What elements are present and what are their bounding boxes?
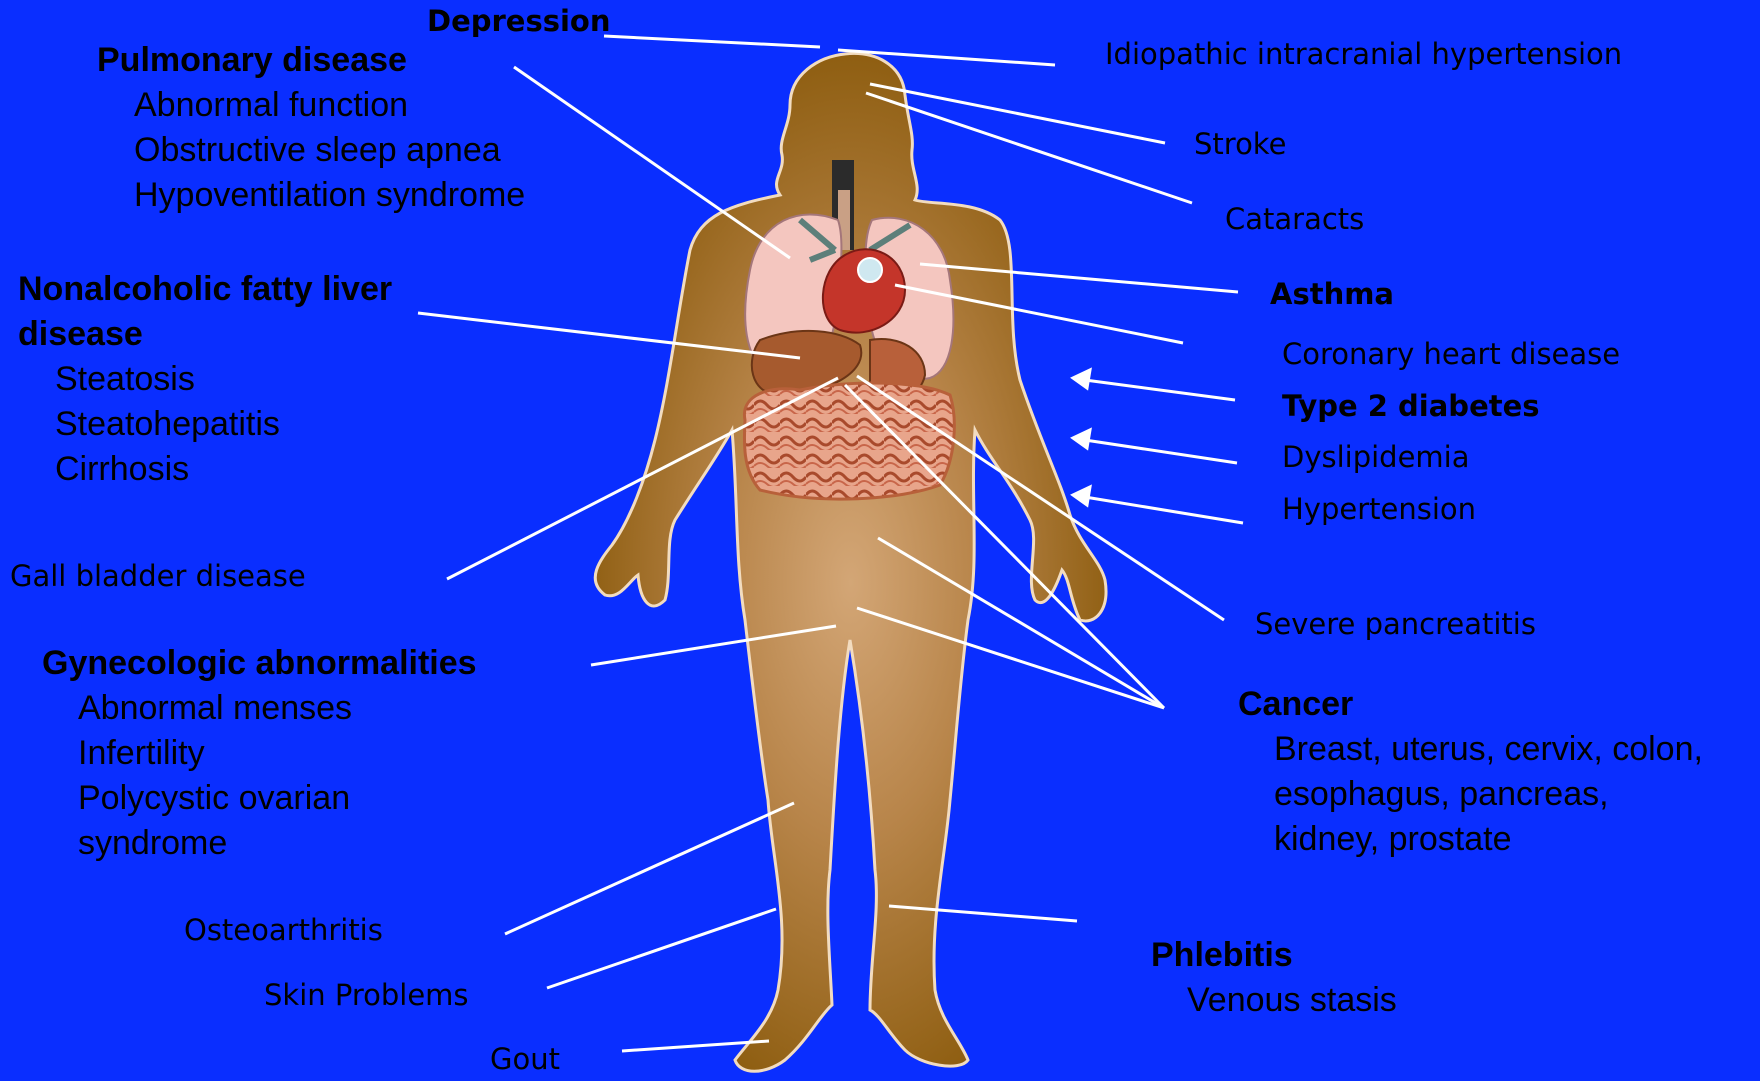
label-type-2-diabetes: Type 2 diabetes [1282, 392, 1540, 421]
label-nafld-item: Steatosis [55, 362, 195, 396]
label-gynecologic-item: Infertility [78, 736, 205, 770]
label-osteoarthritis: Osteoarthritis [184, 916, 383, 945]
label-pulmonary-item: Abnormal function [134, 88, 408, 122]
label-nafld-item: Cirrhosis [55, 452, 189, 486]
label-phlebitis-title: Phlebitis [1151, 938, 1293, 972]
label-nafld-item: Steatohepatitis [55, 407, 280, 441]
label-cancer-title: Cancer [1238, 687, 1353, 721]
label-skin-problems: Skin Problems [264, 981, 469, 1010]
label-iih: Idiopathic intracranial hypertension [1105, 40, 1622, 69]
label-gynecologic-title: Gynecologic abnormalities [42, 646, 477, 680]
label-coronary-heart-disease: Coronary heart disease [1282, 340, 1620, 369]
label-gynecologic-item: Polycystic ovarian [78, 781, 350, 815]
arrows [1073, 370, 1243, 523]
label-hypertension: Hypertension [1282, 495, 1476, 524]
label-cancer-item: kidney, prostate [1274, 822, 1512, 856]
label-nafld-title-2: disease [18, 317, 143, 351]
label-stroke: Stroke [1194, 130, 1286, 159]
label-depression: Depression [427, 7, 611, 36]
label-phlebitis-item: Venous stasis [1187, 983, 1397, 1017]
label-pulmonary-item: Obstructive sleep apnea [134, 133, 501, 167]
label-severe-pancreatitis: Severe pancreatitis [1255, 610, 1536, 639]
label-pulmonary-title: Pulmonary disease [97, 43, 407, 77]
label-nafld-title: Nonalcoholic fatty liver [18, 272, 392, 306]
label-gallbladder: Gall bladder disease [10, 562, 306, 591]
label-dyslipidemia: Dyslipidemia [1282, 443, 1470, 472]
label-cataracts: Cataracts [1225, 205, 1364, 234]
label-asthma: Asthma [1270, 280, 1394, 309]
label-cancer-item: Breast, uterus, cervix, colon, [1274, 732, 1703, 766]
label-cancer-item: esophagus, pancreas, [1274, 777, 1609, 811]
label-gout: Gout [490, 1045, 560, 1074]
label-gynecologic-item: Abnormal menses [78, 691, 352, 725]
label-pulmonary-item: Hypoventilation syndrome [134, 178, 525, 212]
label-gynecologic-item: syndrome [78, 826, 227, 860]
